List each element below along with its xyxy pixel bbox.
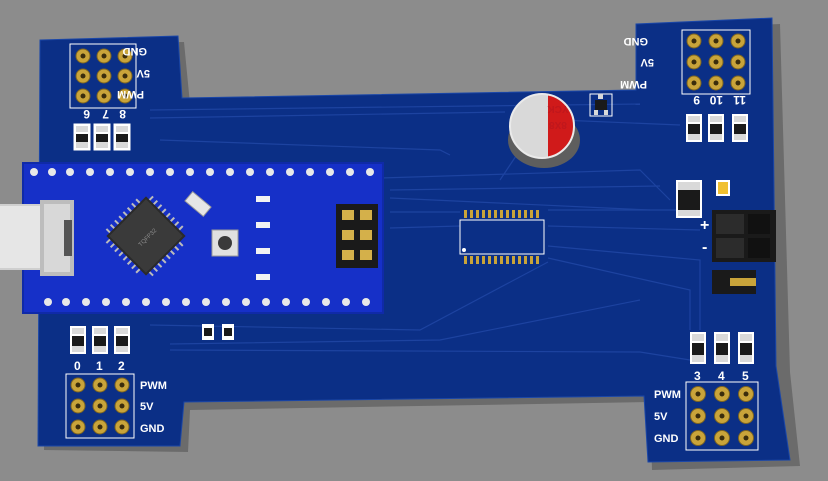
row-label-pwm: PWM <box>620 78 647 90</box>
smd-resistors <box>686 114 748 142</box>
header-top-left: GND 5V PWM 6 7 8 <box>69 43 150 151</box>
row-label-gnd: GND <box>654 433 679 445</box>
channel-label-5: 5 <box>742 369 749 383</box>
electrolytic-capacitor: YCK 8X8 <box>508 93 580 168</box>
capacitor-marking-brand: YCK <box>547 103 569 114</box>
row-label-gnd: GND <box>123 45 148 57</box>
row-label-pwm: PWM <box>140 380 167 392</box>
header-outline <box>69 43 137 109</box>
center-ic-footprint <box>459 210 545 264</box>
channel-label-9: 9 <box>693 93 700 107</box>
channel-label-3: 3 <box>694 369 701 383</box>
channel-label-1: 1 <box>96 359 103 373</box>
row-label-5v: 5V <box>654 411 668 423</box>
mcu-chip: TQFP32 <box>105 195 186 277</box>
header-top-right: GND 5V PWM 9 10 11 <box>620 29 751 142</box>
pin-row-top <box>30 168 374 176</box>
capacitor-marking-size: 8X8 <box>549 119 567 130</box>
row-label-5v: 5V <box>640 56 654 68</box>
smd-resistors <box>70 326 130 354</box>
power-minus-label: - <box>702 239 707 256</box>
channel-label-6: 6 <box>83 107 90 121</box>
usb-connector <box>0 200 74 276</box>
channel-label-0: 0 <box>74 359 81 373</box>
copper-traces <box>149 103 701 361</box>
smd-resistors <box>73 123 131 151</box>
smd-resistors <box>690 332 754 364</box>
header-outline <box>685 381 759 451</box>
sot23-transistor <box>589 93 613 117</box>
power-plus-label: + <box>700 217 709 234</box>
header-outline <box>65 373 135 439</box>
arduino-nano-module: TQFP32 <box>0 162 384 314</box>
row-label-pwm: PWM <box>654 389 681 401</box>
smd-leds <box>256 196 270 280</box>
icsp-header <box>336 204 378 268</box>
row-label-gnd: GND <box>140 423 165 435</box>
channel-label-11: 11 <box>733 93 746 107</box>
row-label-pwm: PWM <box>117 88 144 100</box>
header-bottom-right: 3 4 5 PWM 5V GND <box>654 332 759 451</box>
header-bottom-left: 0 1 2 PWM 5V GND <box>65 326 167 439</box>
channel-label-7: 7 <box>102 107 109 121</box>
pin-row-bottom <box>44 298 370 306</box>
channel-label-10: 10 <box>709 93 723 107</box>
power-section: + - <box>676 180 776 294</box>
channel-label-8: 8 <box>119 107 126 121</box>
row-label-5v: 5V <box>140 401 154 413</box>
reset-button <box>211 229 239 257</box>
smd-pair <box>202 324 234 340</box>
crystal <box>184 190 212 218</box>
channel-label-4: 4 <box>718 369 725 383</box>
header-outline <box>681 29 751 95</box>
channel-label-2: 2 <box>118 359 125 373</box>
row-label-5v: 5V <box>136 67 150 79</box>
pcb-board <box>37 17 791 463</box>
row-label-gnd: GND <box>624 35 649 47</box>
